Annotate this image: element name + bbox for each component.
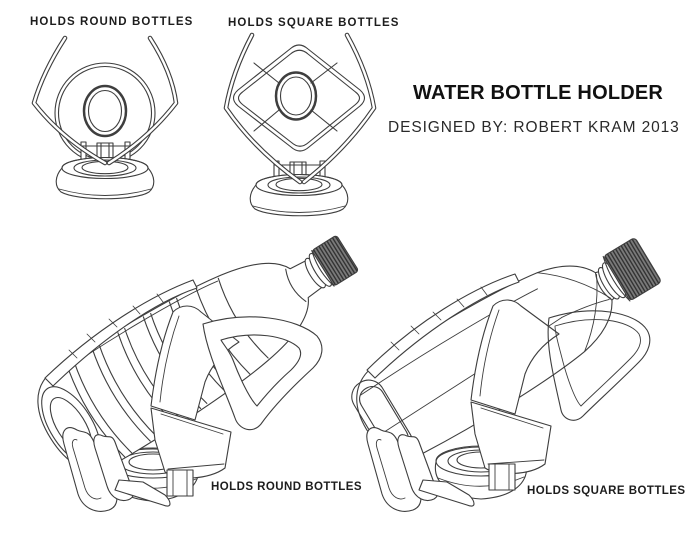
holder-support — [470, 401, 552, 491]
clip — [366, 427, 475, 512]
perspective-round-label: HOLDS ROUND BOTTLES — [211, 481, 363, 493]
stand-base — [249, 173, 349, 217]
bottle-cap — [311, 235, 359, 287]
square-bottle-cross-section — [232, 44, 366, 152]
holder-loop-strap — [202, 316, 323, 431]
perspective-square-label: HOLDS SQUARE BOTTLES — [527, 485, 686, 497]
holder-support — [150, 407, 232, 497]
front-view-square-drawing — [223, 32, 377, 217]
front-round-label: HOLDS ROUND BOTTLES — [30, 16, 194, 28]
holder-arms — [31, 35, 179, 166]
front-square-label: HOLDS SQUARE BOTTLES — [228, 17, 400, 29]
holder-arms — [223, 32, 377, 185]
holder-front-strap — [470, 299, 560, 415]
stand-base — [55, 156, 155, 200]
clip — [62, 427, 171, 512]
page-title: WATER BOTTLE HOLDER — [413, 82, 664, 104]
holder-loop-strap — [547, 310, 651, 421]
bottle-cap — [602, 238, 661, 302]
perspective-square-drawing — [351, 238, 661, 512]
holder-arm-strap — [44, 279, 198, 387]
holder-arm-strap — [366, 273, 520, 379]
perspective-round-drawing — [37, 235, 359, 512]
front-view-round-drawing — [31, 35, 179, 200]
designer-byline: DESIGNED BY: ROBERT KRAM 2013 — [388, 119, 680, 136]
